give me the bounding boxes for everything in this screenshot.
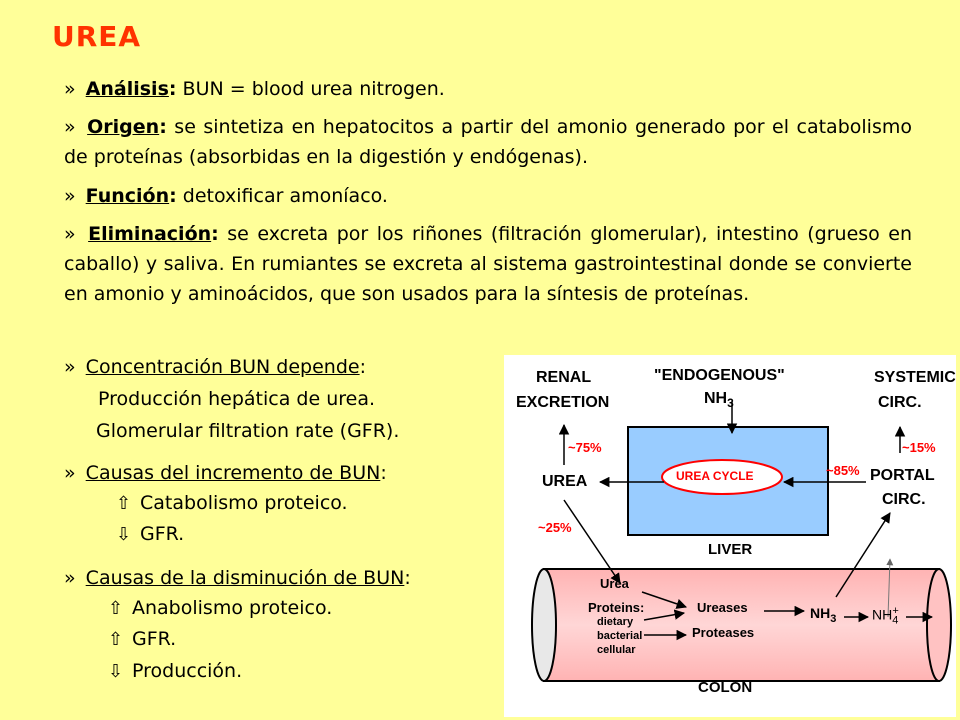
funcion-paragraph: » Función: detoxificar amoníaco.	[64, 185, 388, 207]
nh3-top-label: NH3	[704, 390, 734, 411]
incremento-label: Causas del incremento de BUN	[85, 462, 381, 484]
funcion-text: detoxificar amoníaco.	[182, 185, 388, 207]
down-arrow-icon: ⇩	[108, 661, 124, 682]
endogenous-label: "ENDOGENOUS"	[654, 367, 785, 384]
concentracion-item: Glomerular filtration rate (GFR).	[96, 420, 400, 442]
analisis-label: Análisis	[85, 78, 169, 100]
disminucion-label: Causas de la disminución de BUN	[85, 567, 405, 589]
proteins-label: Proteins:	[588, 600, 645, 615]
concentracion-item: Producción hepática de urea.	[98, 388, 376, 410]
colon-left-end	[531, 568, 557, 682]
urea-cycle-label: UREA CYCLE	[676, 469, 754, 483]
incremento-item: ⇩GFR.	[116, 519, 184, 550]
urea-cycle-ellipse	[661, 459, 783, 495]
bacterial-label: bacterial	[597, 630, 643, 642]
arrow-nh4-to-portal	[886, 558, 894, 618]
origen-text: se sintetiza en hepatocitos a partir del…	[64, 116, 912, 168]
incremento-heading: » Causas del incremento de BUN:	[64, 462, 387, 484]
eliminacion-paragraph: » Eliminación: se excreta por los riñone…	[64, 223, 913, 305]
disminucion-heading: » Causas de la disminución de BUN:	[64, 567, 411, 589]
disminucion-item: ⇧Anabolismo proteico.	[108, 593, 332, 624]
renal-label: RENAL	[536, 369, 592, 386]
nh4-label: NH4+	[872, 605, 899, 627]
down-arrow-icon: ⇩	[116, 524, 132, 545]
analisis-text: BUN = blood urea nitrogen.	[182, 78, 445, 100]
arrow-urea-to-colon	[563, 499, 621, 584]
dietary-label: dietary	[597, 616, 634, 628]
pct-75-label: ~75%	[568, 440, 602, 455]
systemic-circ-label: CIRC.	[878, 394, 922, 411]
pct-25-label: ~25%	[538, 520, 572, 535]
origen-label: Origen	[87, 116, 160, 138]
analisis-paragraph: » Análisis: BUN = blood urea nitrogen.	[64, 78, 445, 100]
nh3-colon-label: NH3	[810, 605, 837, 625]
urea-label: UREA	[542, 473, 588, 490]
excretion-label: EXCRETION	[516, 394, 610, 411]
up-arrow-icon: ⇧	[108, 598, 124, 619]
liver-label: LIVER	[708, 541, 753, 558]
incremento-item: ⇧Catabolismo proteico.	[116, 488, 348, 519]
eliminacion-label: Eliminación	[88, 223, 212, 245]
colon-urea-label: Urea	[600, 576, 629, 591]
urea-metabolism-diagram: RENAL EXCRETION "ENDOGENOUS" NH3 SYSTEMI…	[504, 355, 956, 717]
cellular-label: cellular	[597, 644, 636, 656]
page-title: UREA	[52, 20, 142, 53]
disminucion-item: ⇧GFR.	[108, 624, 176, 655]
funcion-label: Función	[85, 185, 170, 207]
up-arrow-icon: ⇧	[108, 629, 124, 650]
ureases-label: Ureases	[697, 600, 748, 615]
eliminacion-text: se excreta por los riñones (filtración g…	[64, 223, 913, 305]
systemic-label: SYSTEMIC	[874, 369, 956, 386]
portal-circ-label: CIRC.	[882, 491, 926, 508]
disminucion-item: ⇩Producción.	[108, 656, 242, 687]
proteases-label: Proteases	[692, 625, 755, 640]
colon-tube	[543, 568, 940, 682]
arrow-nh3-to-portal	[835, 512, 891, 598]
pct-85-label: ~85%	[826, 463, 860, 478]
up-arrow-icon: ⇧	[116, 493, 132, 514]
arrow-proteins-to-ureases	[643, 609, 686, 621]
portal-label: PORTAL	[870, 467, 935, 484]
diagram-graphics	[531, 402, 952, 682]
origen-paragraph: » Origen: se sintetiza en hepatocitos a …	[64, 116, 912, 168]
colon-label: COLON	[698, 679, 753, 696]
colon-right-end	[926, 568, 952, 682]
concentracion-heading: » Concentración BUN depende:	[64, 356, 367, 378]
pct-15-label: ~15%	[902, 440, 936, 455]
bullet: »	[64, 78, 76, 100]
concentracion-label: Concentración BUN depende	[85, 356, 360, 378]
arrow-urea-to-ureases	[641, 591, 687, 609]
